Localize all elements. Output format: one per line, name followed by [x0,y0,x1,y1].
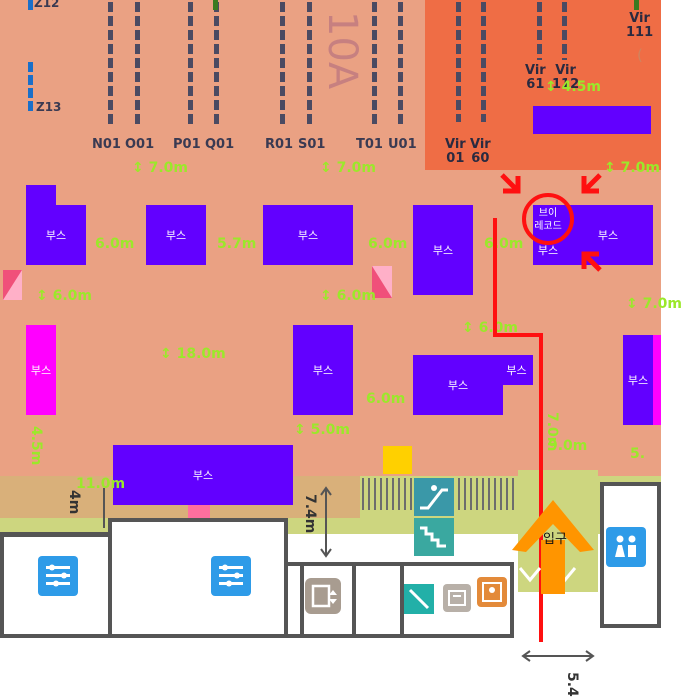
shelf [537,2,542,60]
dimension-label: ↕ 7.0m [626,296,682,312]
dimension-label: ↕ 7.0m [132,160,188,176]
stairs-icon[interactable] [414,518,454,556]
shelf [135,2,140,128]
zone-label-z13: Z13 [36,100,62,114]
stairs-icon[interactable] [404,584,434,614]
shelf [307,2,312,128]
dimension-label: 11.0m [76,476,126,492]
decor-shapes [3,266,392,518]
shelf [108,2,113,128]
dimension-label: ↕ 6.0m [320,288,376,304]
elevator-icon[interactable] [305,578,341,614]
rack-label: Q01 [205,137,235,152]
booth[interactable]: 부스 [500,355,533,385]
booth[interactable]: 부스 [563,205,653,265]
shelf [481,2,486,122]
route-overlay [103,173,602,662]
dimension-label: ↕ 7.0m [320,160,376,176]
entrance-label[interactable]: 입구 [543,532,567,547]
booth[interactable]: 부스 [413,205,473,295]
dimension-label: ↕ 6.0m [36,288,92,304]
info-marker [383,446,412,474]
nursing-room-icon[interactable] [477,577,507,607]
entrance-arrow-icon [512,500,594,594]
booth-magenta-edge [653,335,661,425]
booth[interactable] [533,106,651,134]
shelf [280,2,285,128]
shelf [398,2,403,128]
rack-label: U01 [388,137,417,152]
restroom-icon[interactable] [606,527,646,567]
booth-magenta[interactable]: 부스 [26,325,56,415]
booth[interactable]: 부스 [623,335,653,425]
shelf-accent [634,0,639,10]
vir-zone [425,0,661,170]
rack-label: O01 [125,137,155,152]
zone-label-z12: Z12 [34,0,60,10]
rack-label: S01 [298,137,326,152]
dimension-label: ↕ 4.5m [545,79,601,95]
dimension-label: ↕ 6.0m [462,320,518,336]
shelf [456,2,461,122]
booth-highlight[interactable]: 브이 레코드 [533,205,563,235]
rack-label: T01 [356,137,383,152]
restroom-icon[interactable] [211,556,251,596]
shelf [214,2,219,128]
dimension-label: ↕ 5.0m [294,422,350,438]
shelf [562,2,567,60]
booth[interactable]: 부스 [413,355,503,415]
zone-marker-z13 [28,62,33,112]
booth[interactable]: 부스 [26,205,86,265]
escalator-icon[interactable] [414,478,454,516]
shelf [188,2,193,128]
info-icon[interactable] [443,584,471,612]
shelf-accent [213,0,218,10]
booth[interactable]: 부스 [263,205,353,265]
rack-label: R01 [265,137,294,152]
dimension-label: 5. [630,446,646,462]
booth-notch [26,185,56,207]
booth[interactable]: 부스 [146,205,206,265]
zone-marker-z12 [28,0,33,10]
dimension-label: 5.7m [217,236,257,252]
rack-label: N01 [92,137,121,152]
restroom-icon[interactable] [38,556,78,596]
dimension-label: 9.0m [548,438,588,454]
booth[interactable]: 부스 [113,445,293,505]
booth-highlight-line2: 레코드 [534,221,562,232]
dimension-label: ↕ 18.0m [160,346,226,362]
dimension-label: 6.0m [366,391,406,407]
dimension-label: 6.0m [368,236,408,252]
dimension-label: ↕ 7.0m [604,160,660,176]
faint-mark: ( [637,46,643,64]
booth-highlight-line1: 브이 [538,208,558,219]
dimension-label: 6.0m [95,236,135,252]
shelf [372,2,377,128]
booth[interactable]: 부스 [293,325,353,415]
room [108,518,288,638]
rack-label: P01 [173,137,201,152]
